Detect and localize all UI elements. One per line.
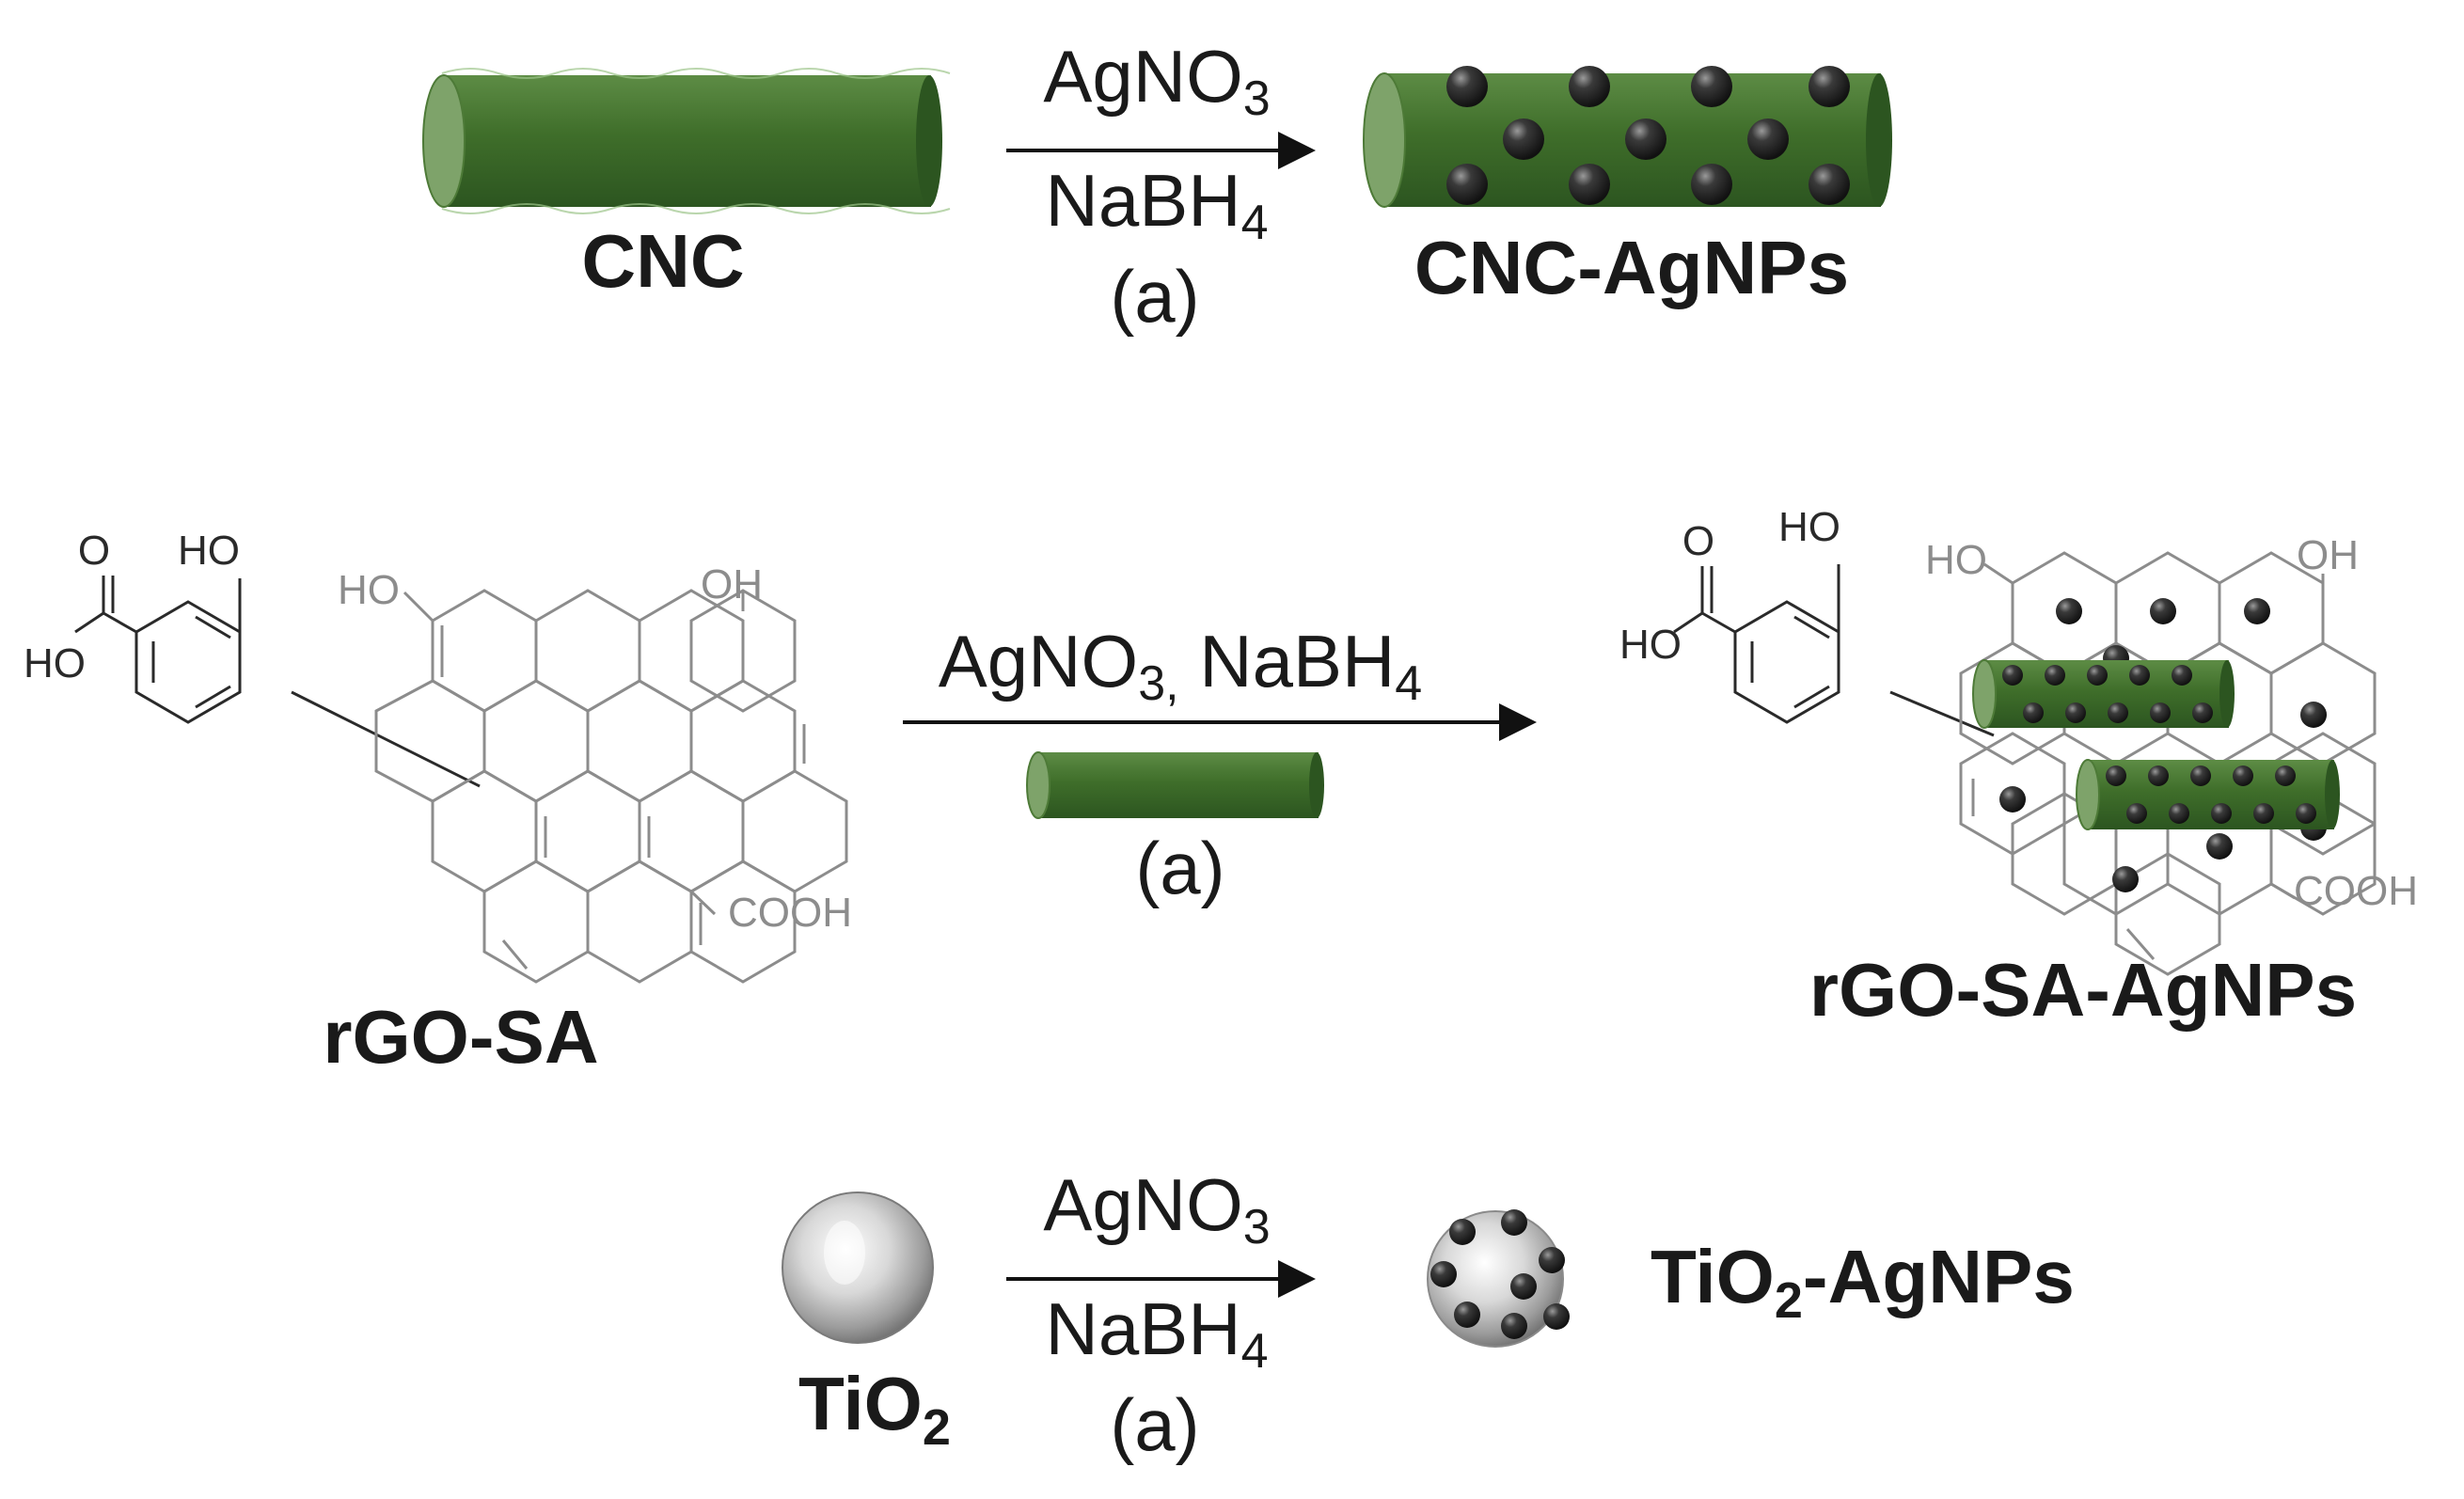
cnc-agnps-rod-icon: [1363, 66, 1892, 208]
tio2-agnps-label: TiO2-AgNPs: [1651, 1235, 2075, 1329]
carbonyl-o-label-product: O: [1682, 518, 1714, 564]
graphene-ho-label: HO: [338, 567, 400, 613]
sheet-silver-nanoparticles: [1999, 598, 2327, 892]
rgo-sa-label: rGO-SA: [323, 995, 598, 1079]
phenol-ho-label: HO: [178, 528, 240, 574]
phenol-ho-label-product: HO: [1778, 504, 1840, 550]
tio2-agnps-sphere-icon: [1427, 1209, 1570, 1348]
condition-label: (a): [1110, 255, 1199, 338]
cnc-reagent-rod-icon: [1026, 751, 1324, 819]
graphene-oh-label: OH: [701, 561, 763, 607]
silver-nanoparticles: [1446, 66, 1850, 205]
acid-ho-label: HO: [24, 640, 86, 686]
reagent-top-label: AgNO3: [1043, 35, 1270, 126]
graphene-cooh-label: COOH: [728, 890, 852, 936]
rgo-sa-structure: O HO HO: [24, 528, 852, 984]
condition-label-2: (a): [1135, 827, 1224, 909]
tio2-sphere-icon: [782, 1191, 934, 1344]
condition-label-3: (a): [1110, 1383, 1199, 1466]
cnc-agnps-label: CNC-AgNPs: [1414, 226, 1849, 309]
reagent-bottom-label-3: NaBH4: [1046, 1287, 1269, 1379]
graphene-sheet: [374, 589, 848, 984]
carbonyl-o-label: O: [78, 528, 110, 574]
cnc-label: CNC: [581, 219, 744, 303]
graphene-oh-label-product: OH: [2297, 532, 2359, 578]
graphene-ho-label-product: HO: [1925, 537, 1987, 583]
tio2-label: TiO2: [798, 1362, 951, 1456]
acid-ho-label-product: HO: [1619, 622, 1682, 668]
row2: O HO HO: [24, 504, 2418, 1079]
row1: CNC AgNO3 NaBH4 (a) CNC: [422, 35, 1892, 338]
reagent-bottom-label: NaBH4: [1046, 159, 1269, 250]
reagent-top-label-3: AgNO3: [1043, 1163, 1270, 1254]
upper-cnc-agnps-rod-icon: [1972, 659, 2235, 729]
reagent-top-label-2: AgNO3, NaBH4: [939, 620, 1422, 711]
row3: TiO2 AgNO3 NaBH4 (a) TiO2-AgNPs: [782, 1163, 2075, 1466]
rgo-sa-agnps-label: rGO-SA-AgNPs: [1809, 948, 2357, 1032]
graphene-cooh-label-product: COOH: [2294, 868, 2418, 914]
lower-cnc-agnps-rod-icon: [2076, 759, 2340, 830]
rgo-sa-agnps-structure: O HO HO: [1619, 504, 2418, 976]
cnc-rod-icon: [422, 68, 951, 214]
